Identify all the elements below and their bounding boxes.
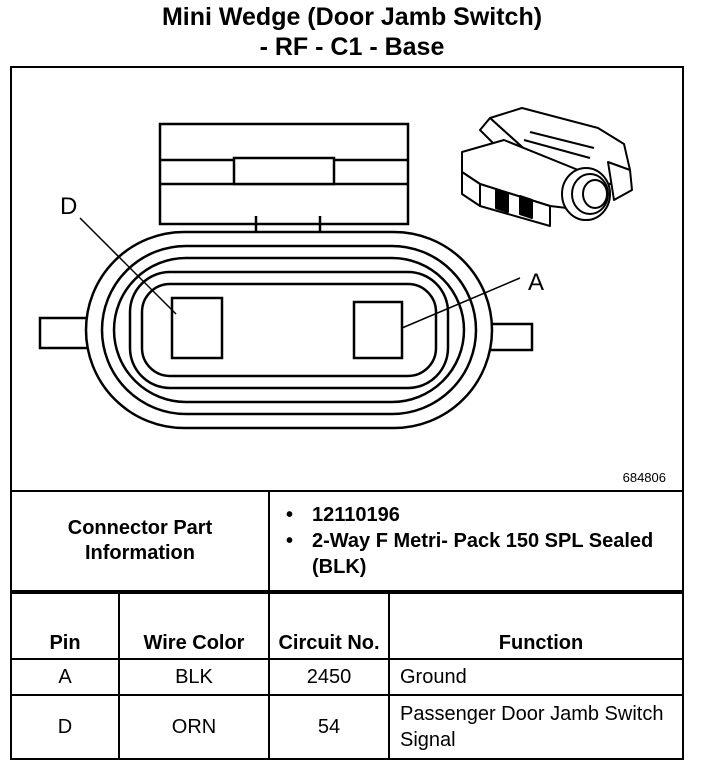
connector-oval-body xyxy=(84,230,494,430)
header-pin: Pin xyxy=(10,592,120,660)
pin-assignment-table: Pin Wire Color Circuit No. Function A BL… xyxy=(10,592,684,760)
pin-label-a: A xyxy=(528,269,544,296)
circuit-cell: 2450 xyxy=(268,658,390,696)
terminal-cavity-d xyxy=(170,296,224,360)
diagram-title: Mini Wedge (Door Jamb Switch) - RF - C1 … xyxy=(0,2,704,62)
part-info-list: • 12110196 • 2-Way F Metri- Pack 150 SPL S… xyxy=(268,490,684,592)
connector-latch-housing xyxy=(158,122,410,238)
connector-part-info-table: Connector Part Information • 12110196 • 2-… xyxy=(10,490,684,592)
leader-line-d xyxy=(79,217,177,315)
table-header-row: Pin Wire Color Circuit No. Function xyxy=(10,592,684,660)
connector-face-diagram: D A 684806 xyxy=(38,107,666,485)
table-row: D ORN 54 Passenger Door Jamb Switch Sign… xyxy=(10,694,684,760)
bullet-icon: • xyxy=(286,504,294,526)
part-number: 12110196 xyxy=(312,504,400,526)
connector-type: 2-Way F Metri- Pack 150 SPL Sealed (BLK) xyxy=(312,530,654,578)
figure-number: 684806 xyxy=(623,470,666,485)
wire-color-cell: ORN xyxy=(118,694,270,760)
pin-label-d: D xyxy=(60,193,77,220)
pin-cell: D xyxy=(10,694,120,760)
table-row: A BLK 2450 Ground xyxy=(10,658,684,696)
title-line-1: Mini Wedge (Door Jamb Switch) xyxy=(161,3,543,31)
circuit-cell: 54 xyxy=(268,694,390,760)
connector-tables: Connector Part Information • 12110196 • 2-… xyxy=(10,490,684,760)
function-cell: Ground xyxy=(388,658,684,696)
connector-isometric-view xyxy=(461,107,633,227)
leader-line-a xyxy=(401,277,521,329)
bullet-icon: • xyxy=(286,530,294,552)
pin-cell: A xyxy=(10,658,120,696)
title-line-2: - RF - C1 - Base xyxy=(259,33,445,61)
header-wire-color: Wire Color xyxy=(118,592,270,660)
function-cell: Passenger Door Jamb Switch Signal xyxy=(388,694,684,760)
header-function: Function xyxy=(388,592,684,660)
part-info-item: • 12110196 xyxy=(286,502,682,528)
header-circuit-no: Circuit No. xyxy=(268,592,390,660)
part-info-item: • 2-Way F Metri- Pack 150 SPL Sealed (BLK… xyxy=(286,528,682,580)
part-info-label: Connector Part Information xyxy=(10,490,270,592)
terminal-cavity-a xyxy=(352,300,404,360)
wire-color-cell: BLK xyxy=(118,658,270,696)
